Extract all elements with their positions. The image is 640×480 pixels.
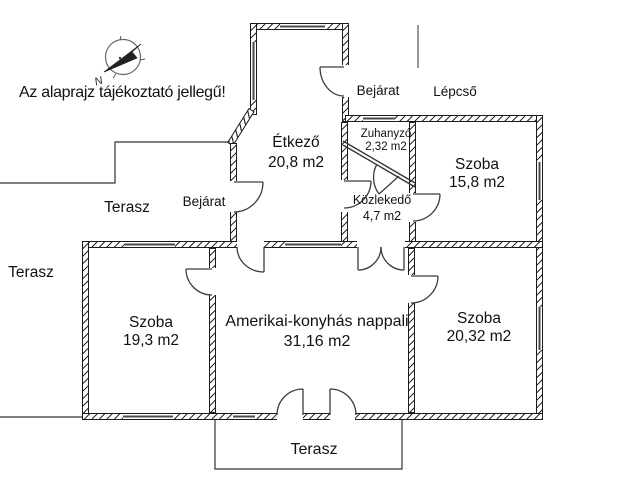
door-gap-szoba2 bbox=[209, 268, 216, 295]
door-gap-terasz-1 bbox=[277, 413, 303, 420]
door-etkezo-kozlekedo bbox=[343, 180, 372, 209]
label-bejarat-top: Bejárat bbox=[356, 83, 400, 98]
window-zuhanyzo-top bbox=[363, 115, 395, 122]
door-swings bbox=[185, 66, 441, 416]
room-label-etkezo: Étkező 20,8 m2 bbox=[246, 133, 346, 173]
room-name: Étkező bbox=[272, 134, 320, 151]
room-name: Szoba bbox=[129, 314, 173, 331]
door-double-right-leaf bbox=[380, 246, 405, 271]
wall-nappali-szoba3 bbox=[408, 248, 415, 413]
room-label-nappali: Amerikai-konyhás nappali 31,16 m2 bbox=[207, 312, 427, 352]
door-bejarat-left bbox=[233, 181, 264, 213]
disclaimer-note: Az alaprajz tájékoztató jellegű! bbox=[19, 84, 226, 101]
door-gap-szoba3 bbox=[408, 275, 415, 303]
door-gap-bejarat-left bbox=[230, 181, 237, 212]
room-area: 20,8 m2 bbox=[267, 154, 324, 171]
room-area: 15,8 m2 bbox=[448, 174, 505, 191]
compass-icon: N bbox=[93, 35, 146, 89]
wall-exterior-bottom bbox=[82, 413, 543, 420]
label-terasz-upper: Terasz bbox=[104, 199, 150, 216]
zuhanyzo-slope-line bbox=[342, 140, 416, 188]
door-szoba3 bbox=[410, 275, 439, 304]
room-label-szoba3: Szoba 20,32 m2 bbox=[429, 310, 529, 346]
door-bejarat-top bbox=[319, 66, 345, 97]
door-gap-etkezo-nappali bbox=[237, 241, 264, 248]
door-gap-terasz-2 bbox=[330, 413, 355, 420]
door-gap-etkezo-kozlekedo bbox=[341, 180, 348, 212]
terrace-outlines bbox=[0, 141, 403, 470]
room-area: 20,32 m2 bbox=[446, 328, 512, 345]
window-etkezo-top bbox=[280, 23, 325, 30]
door-terasz-1 bbox=[276, 388, 304, 416]
door-szoba2 bbox=[185, 268, 213, 296]
room-name: Szoba bbox=[455, 156, 499, 173]
door-kozlekedo-szoba1 bbox=[412, 193, 441, 222]
room-name: Amerikai-konyhás nappali bbox=[225, 313, 409, 330]
door-gap-double-door bbox=[357, 241, 405, 248]
door-terasz-2 bbox=[329, 388, 357, 416]
room-area: 2,32 m2 bbox=[365, 141, 407, 153]
door-gap-bejarat-top bbox=[342, 65, 349, 97]
label-terasz-bottom: Terasz bbox=[290, 441, 338, 458]
room-label-zuhanyzo: Zuhanyzó 2,32 m2 bbox=[351, 128, 421, 154]
window-szoba3-right bbox=[536, 307, 543, 350]
wall-szoba2-nappali bbox=[209, 248, 216, 413]
room-area: 4,7 m2 bbox=[362, 209, 402, 223]
window-nappali-top bbox=[285, 241, 341, 248]
window-nappali-bottom bbox=[233, 413, 255, 420]
label-bejarat-left: Bejárat bbox=[182, 194, 226, 209]
room-name: Közlekedő bbox=[352, 193, 412, 207]
room-label-szoba1: Szoba 15,8 m2 bbox=[437, 156, 517, 192]
room-label-szoba2: Szoba 19,3 m2 bbox=[101, 314, 201, 350]
room-area: 31,16 m2 bbox=[283, 333, 351, 350]
door-etkezo-nappali bbox=[236, 246, 265, 273]
window-etkezo-left bbox=[250, 42, 257, 100]
compass-north-label: N bbox=[93, 75, 104, 89]
door-gap-kozlekedo-szoba1 bbox=[409, 193, 416, 222]
label-terasz-left: Terasz bbox=[8, 264, 54, 281]
room-name: Szoba bbox=[457, 310, 501, 327]
label-lepcso: Lépcső bbox=[433, 84, 477, 99]
room-label-kozlekedo: Közlekedő 4,7 m2 bbox=[342, 192, 422, 224]
room-name: Zuhanyzó bbox=[360, 128, 412, 140]
door-zuhanyzo bbox=[372, 163, 400, 195]
room-area: 19,3 m2 bbox=[122, 332, 179, 349]
window-szoba2-bottom bbox=[123, 413, 173, 420]
window-szoba1-right bbox=[536, 162, 543, 200]
door-double-left-leaf bbox=[357, 246, 382, 271]
window-szoba2-top bbox=[125, 241, 175, 248]
